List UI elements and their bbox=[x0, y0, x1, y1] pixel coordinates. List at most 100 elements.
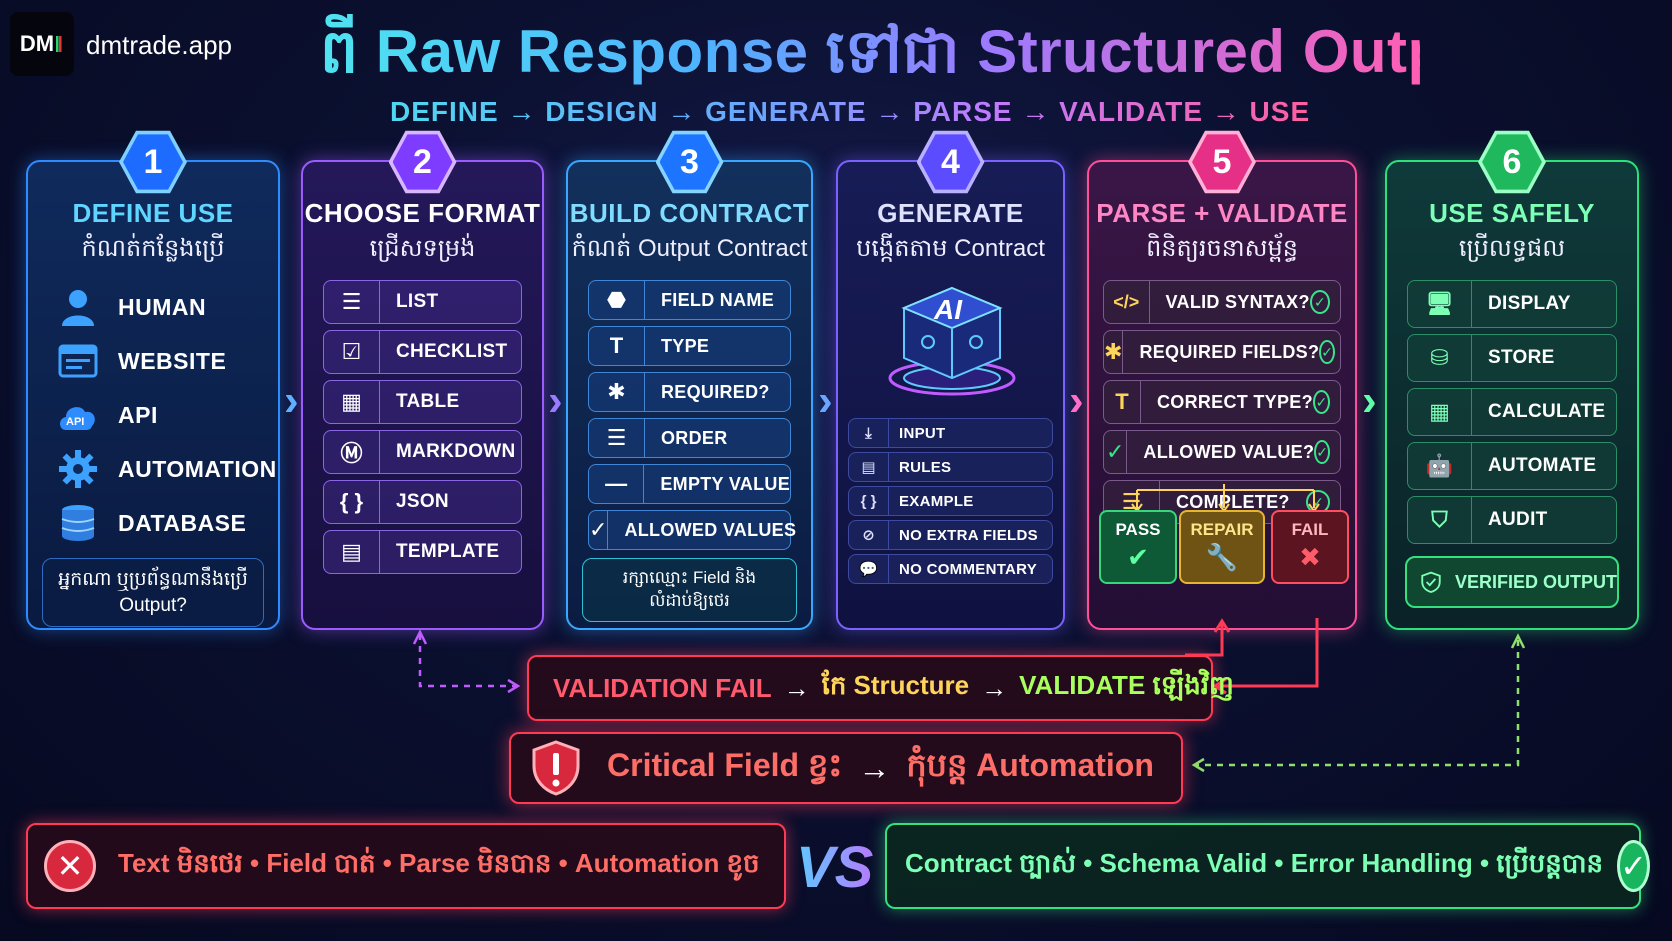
format-item-json: { }JSON bbox=[323, 480, 522, 524]
outcome-pass: PASS✔ bbox=[1099, 510, 1177, 584]
api-cloud-icon: API bbox=[56, 395, 100, 435]
chat-icon: 💬 bbox=[849, 555, 889, 583]
braces-icon: { } bbox=[324, 481, 380, 523]
page-subtitle: DEFINE → DESIGN → GENERATE → PARSE → VAL… bbox=[390, 96, 1311, 127]
generate-item-label: EXAMPLE bbox=[899, 492, 974, 510]
site-name: dmtrade.app bbox=[86, 30, 232, 60]
checklist-icon: ☑ bbox=[324, 331, 380, 373]
step-6-panel: 6 USE SAFELY ប្រើលទ្ធផល 🖥DISPLAY ⛁STORE … bbox=[1385, 130, 1639, 630]
website-icon bbox=[56, 341, 100, 381]
monitor-icon: 🖥 bbox=[1408, 281, 1472, 327]
shield-check-icon bbox=[1421, 571, 1441, 593]
vs-label: VS bbox=[796, 835, 874, 900]
use-item-human: HUMAN bbox=[56, 280, 278, 334]
brand-logo: DM bbox=[10, 12, 74, 76]
logo-text: DM bbox=[19, 31, 55, 56]
step-2-panel: 2 CHOOSE FORMAT ជ្រើសទម្រង់ ☰LIST ☑CHECK… bbox=[301, 130, 544, 630]
validation-loop-revalidate: VALIDATE ឡើងវិញ bbox=[1019, 670, 1234, 700]
format-item-label: MARKDOWN bbox=[396, 441, 516, 462]
chevron-right-icon: › bbox=[548, 376, 563, 425]
use-safely-label: AUTOMATE bbox=[1488, 455, 1597, 476]
step-4-title: GENERATE bbox=[877, 198, 1024, 228]
step-1-note: អ្នកណា ឬប្រព័ន្ធណានឹងប្រើ Output? bbox=[42, 558, 264, 628]
step-1-number: 1 bbox=[123, 134, 183, 190]
use-safely-label: DISPLAY bbox=[1488, 293, 1571, 314]
good-outcome-bar: Contract ច្បាស់ • Schema Valid • Error H… bbox=[885, 823, 1650, 909]
step-2-subtitle: ជ្រើសទម្រង់ bbox=[369, 235, 476, 262]
contract-item-label: TYPE bbox=[661, 335, 710, 356]
contract-item-label: EMPTY VALUE bbox=[660, 473, 790, 494]
no-icon: ⊘ bbox=[849, 521, 889, 549]
step-4-number: 4 bbox=[920, 134, 981, 190]
asterisk-icon: ✱ bbox=[589, 373, 645, 411]
format-item-table: ▦TABLE bbox=[323, 380, 522, 424]
use-safely-label: CALCULATE bbox=[1488, 401, 1606, 422]
use-safely-display: 🖥 DISPLAY bbox=[1407, 280, 1617, 328]
download-icon: ⤓ bbox=[849, 419, 889, 447]
arrow-right-icon: → bbox=[783, 672, 810, 703]
robot-icon: 🤖 bbox=[1408, 443, 1472, 489]
validation-loop-bar: VALIDATION FAIL → កែ Structure → VALIDAT… bbox=[527, 655, 1234, 721]
critical-stop-text: កុំបន្ត Automation bbox=[906, 746, 1154, 783]
generate-item-label: RULES bbox=[899, 458, 952, 476]
contract-item-empty-value: —EMPTY VALUE bbox=[588, 464, 791, 504]
type-icon: T bbox=[589, 327, 645, 365]
use-safely-store: ⛁STORE bbox=[1407, 334, 1617, 382]
validate-item-syntax: </>VALID SYNTAX?✓ bbox=[1103, 280, 1341, 324]
contract-item-order: ☰ORDER bbox=[588, 418, 791, 458]
markdown-icon: Ⓜ bbox=[324, 431, 380, 473]
ai-chip-icon: AI bbox=[882, 270, 1022, 400]
step-4-panel: 4 GENERATE បង្កើតតាម Contract AI ⤓INPUT … bbox=[836, 130, 1065, 630]
code-icon: </> bbox=[1104, 281, 1150, 323]
step-3-number: 3 bbox=[659, 134, 720, 190]
use-item-label: DATABASE bbox=[118, 509, 247, 536]
contract-item-allowed-values: ✓ALLOWED VALUES bbox=[588, 510, 796, 550]
outcome-fail-label: FAIL bbox=[1291, 520, 1329, 539]
validate-item-label: COMPLETE? bbox=[1176, 491, 1290, 512]
braces-icon: { } bbox=[849, 487, 889, 515]
step-6-number: 6 bbox=[1482, 134, 1542, 190]
use-item-database: DATABASE bbox=[56, 496, 278, 550]
tag-icon: ⬣ bbox=[589, 281, 645, 319]
step-1-panel: 1 DEFINE USE កំណត់កន្លែងប្រើ HUMAN WEBSI… bbox=[26, 130, 280, 630]
validation-loop-fail: VALIDATION FAIL bbox=[553, 672, 772, 703]
step-3-panel: 3 BUILD CONTRACT កំណត់ Output Contract ⬣… bbox=[566, 130, 813, 630]
step-2-number: 2 bbox=[392, 134, 453, 190]
x-icon: ✖ bbox=[1299, 542, 1321, 572]
ai-label: AI bbox=[934, 294, 962, 325]
generate-item-no-extra-fields: ⊘ NO EXTRA FIELDS bbox=[848, 520, 1053, 550]
generate-item-label: NO EXTRA FIELDS bbox=[899, 526, 1038, 544]
step-4-subtitle: បង្កើតតាម Contract bbox=[856, 235, 1045, 262]
arrow-right-icon: → bbox=[981, 672, 1008, 703]
generate-item-label: NO COMMENTARY bbox=[899, 560, 1038, 578]
check-circle-icon: ✓ bbox=[1314, 440, 1330, 464]
use-item-label: HUMAN bbox=[118, 293, 207, 320]
generate-item-label: INPUT bbox=[899, 424, 946, 442]
wrench-icon: 🔧 bbox=[1205, 542, 1239, 572]
type-icon: T bbox=[1104, 381, 1141, 423]
check-circle-icon: ✓ bbox=[1319, 340, 1335, 364]
use-safely-label: STORE bbox=[1488, 347, 1555, 368]
step-1-subtitle: កំណត់កន្លែងប្រើ bbox=[81, 235, 225, 262]
x-circle-icon: ✕ bbox=[44, 840, 96, 892]
generate-item-no-commentary: 💬 NO COMMENTARY bbox=[848, 554, 1053, 584]
check-circle-icon: ✓ bbox=[1104, 431, 1128, 473]
use-item-automation: AUTOMATION bbox=[56, 442, 278, 496]
format-item-label: LIST bbox=[396, 291, 439, 312]
asterisk-icon: ✱ bbox=[1104, 331, 1124, 373]
step-5-title: PARSE + VALIDATE bbox=[1096, 198, 1348, 228]
bad-outcome-text: Text មិនថេរ • Field បាត់ • Parse មិនបាន … bbox=[118, 848, 760, 878]
step-2-title: CHOOSE FORMAT bbox=[304, 198, 541, 228]
step-6-subtitle: ប្រើលទ្ធផល bbox=[1458, 235, 1566, 262]
logo-bars-icon bbox=[56, 36, 65, 52]
check-circle-icon: ✓ bbox=[1312, 390, 1330, 414]
verified-output-badge: VERIFIED OUTPUT bbox=[1405, 556, 1619, 608]
use-item-api: API API bbox=[56, 388, 278, 442]
format-item-label: TABLE bbox=[396, 391, 460, 412]
use-item-label: WEBSITE bbox=[118, 347, 227, 374]
alert-shield-icon bbox=[532, 740, 580, 796]
step-3-note: រក្សាឈ្មោះ Field និងលំដាប់ឱ្យថេរ bbox=[582, 558, 797, 622]
use-safely-automate: 🤖 AUTOMATE bbox=[1407, 442, 1617, 490]
verified-output-label: VERIFIED OUTPUT bbox=[1454, 571, 1617, 592]
generate-item-example: { } EXAMPLE bbox=[848, 486, 1053, 516]
